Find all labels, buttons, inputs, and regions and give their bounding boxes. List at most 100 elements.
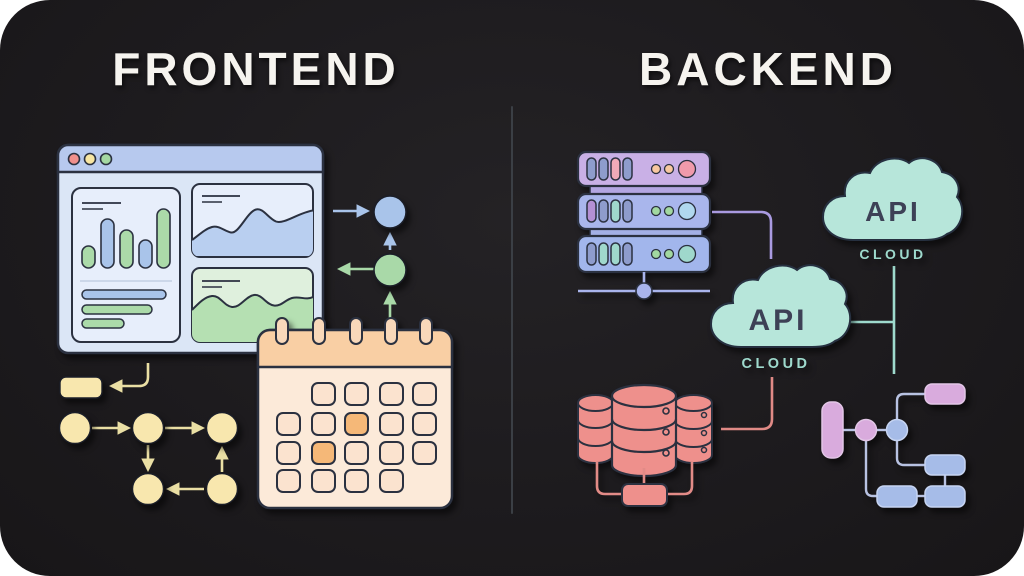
slot (598, 199, 609, 223)
day-cell (379, 441, 404, 465)
flow-node (205, 472, 239, 506)
calendar-highlighted-cell (344, 412, 369, 436)
server-slots (586, 157, 633, 266)
slot (598, 242, 609, 266)
traffic-light-yellow (83, 152, 97, 166)
cloud-caption: CLOUD (741, 356, 810, 372)
node-circles-icon (333, 195, 407, 319)
led (663, 163, 675, 175)
flow-start-box (59, 376, 103, 399)
calendar-grid (276, 382, 437, 493)
day-cell (379, 412, 404, 436)
tree-node-pink (854, 418, 878, 442)
day-cell (311, 382, 336, 406)
day-cell (344, 441, 369, 465)
browser-titlebar (56, 143, 325, 174)
tree-leaf-blue (876, 485, 918, 508)
ring (384, 317, 398, 345)
slot (586, 157, 597, 181)
calendar-header (256, 328, 454, 369)
tree-connectors (843, 392, 947, 498)
connector-server-to-cloud (712, 210, 773, 259)
tree-leaf-blue (924, 485, 966, 508)
elbow-arrow (108, 363, 150, 393)
led (663, 205, 675, 217)
led (663, 248, 675, 260)
list-bar (81, 304, 153, 315)
led (650, 163, 662, 175)
bar (100, 218, 115, 269)
slot (586, 199, 597, 223)
traffic-lights-icon (67, 152, 113, 166)
day-cell (311, 469, 336, 493)
day-cell (412, 441, 437, 465)
db-cylinder-center (610, 383, 678, 478)
bar (81, 245, 96, 269)
green-node (373, 253, 407, 287)
area-fill (192, 209, 313, 256)
database-cluster-icon (577, 383, 713, 507)
flow-node (131, 472, 165, 506)
db-cylinder-left (577, 394, 614, 464)
db-client-box (621, 483, 668, 507)
list-bar (81, 289, 167, 300)
calendar-icon (256, 317, 454, 510)
process-flowchart-icon (58, 363, 239, 506)
network-node-icon (578, 272, 710, 300)
db-dot (700, 429, 708, 437)
backend-title: BACKEND (639, 43, 897, 95)
api-label: API (865, 196, 921, 227)
day-cell (311, 412, 336, 436)
day-cell (379, 382, 404, 406)
bar (138, 239, 153, 269)
slot (622, 242, 633, 266)
db-dot (662, 407, 670, 415)
area-line (192, 293, 313, 311)
day-cell (344, 382, 369, 406)
led (677, 244, 697, 264)
bar-chart-icon (71, 187, 181, 343)
day-cell (379, 469, 404, 493)
slot (622, 157, 633, 181)
traffic-light-green (99, 152, 113, 166)
led (677, 201, 697, 221)
db-connector (595, 462, 621, 496)
db-connector (668, 462, 694, 496)
flow-node (131, 411, 165, 445)
bar (156, 208, 171, 269)
slot (622, 199, 633, 223)
db-cylinder-right (674, 394, 713, 464)
db-dot (700, 411, 708, 419)
browser-window-icon (56, 143, 325, 355)
bar (119, 229, 134, 269)
tree-node-blue (885, 418, 909, 442)
cloud-caption: CLOUD (859, 246, 926, 262)
flow-node (205, 411, 239, 445)
slot (610, 157, 621, 181)
connector-cloud-to-database (721, 377, 774, 431)
ring (419, 317, 433, 345)
network-node (635, 282, 653, 300)
blue-node (373, 195, 407, 229)
calendar-rings (275, 317, 433, 345)
calendar-highlighted-cell (311, 441, 336, 465)
db-dot (662, 449, 670, 457)
led (677, 159, 697, 179)
led (650, 205, 662, 217)
db-dot (662, 428, 670, 436)
list-bar (81, 318, 125, 329)
day-cell (412, 382, 437, 406)
server-leds (650, 159, 697, 264)
ring (275, 317, 289, 345)
api-cloud-icon: API CLOUD (710, 264, 852, 372)
day-cell (412, 412, 437, 436)
day-cell (344, 469, 369, 493)
frontend-title: FRONTEND (112, 43, 400, 95)
server-stack-icon (576, 150, 712, 300)
area-chart-icon (191, 183, 314, 258)
day-cell (276, 469, 301, 493)
divider-line (511, 106, 513, 514)
frontend-illustration (56, 143, 454, 510)
led (650, 248, 662, 260)
